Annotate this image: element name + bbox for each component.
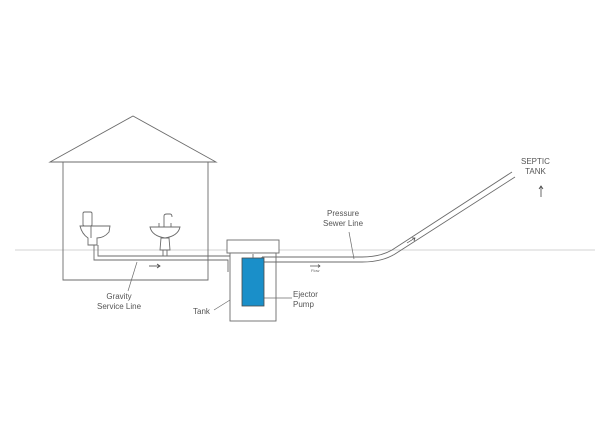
- ejector-pump-label: Ejector Pump: [293, 290, 318, 310]
- flow-arrow-gravity: [149, 263, 161, 269]
- tank-label: Tank: [193, 307, 210, 316]
- septic-arrow-up: [538, 185, 544, 197]
- tank-lid: [226, 239, 280, 254]
- septic-tank-label-line1: SEPTIC: [521, 157, 550, 166]
- septic-tank-label-line2: TANK: [525, 167, 546, 176]
- toilet-icon: [79, 211, 111, 246]
- flow-label: Flow: [311, 268, 320, 273]
- pressure-sewer-line-label-line1: Pressure: [327, 209, 360, 218]
- leader-lines: [127, 231, 355, 311]
- house: [48, 115, 218, 281]
- septic-tank-label: SEPTIC TANK: [521, 157, 550, 177]
- gravity-service-line-label-line1: Gravity: [106, 292, 132, 301]
- gravity-service-line-label-line2: Service Line: [97, 302, 142, 311]
- ejector-pump-label-line2: Pump: [293, 300, 314, 309]
- pressure-sewer-line-label-line2: Sewer Line: [323, 219, 364, 228]
- pressure-sewer-line-label: Pressure Sewer Line: [323, 209, 363, 229]
- gravity-service-line-label: Gravity Service Line: [97, 292, 141, 312]
- house-walls: [62, 162, 209, 281]
- leader-gravity: [127, 261, 138, 292]
- sink-icon: [149, 213, 181, 251]
- leader-tank: [213, 299, 231, 311]
- house-roof: [48, 115, 218, 163]
- flow-arrow-pressure: [310, 237, 416, 268]
- pressure-sewer-line-pipe: [261, 171, 516, 263]
- leader-pressure: [348, 231, 355, 260]
- ejector-pump: [241, 257, 265, 307]
- ejector-pump-label-line1: Ejector: [293, 290, 318, 299]
